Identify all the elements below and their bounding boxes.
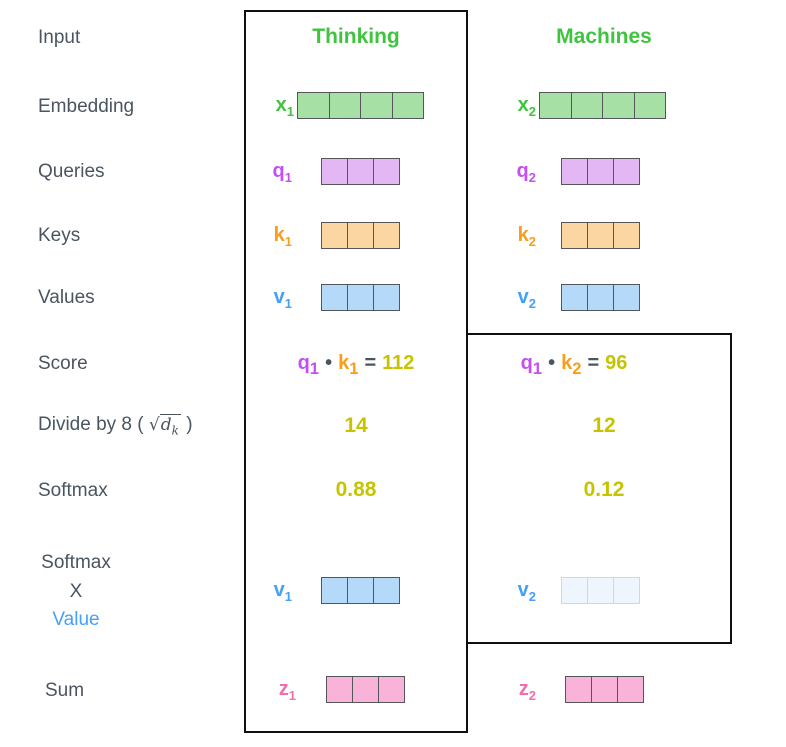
score-formula-col1: q1•k1=112 (297, 352, 415, 378)
vector-label-x1: x1 (275, 94, 294, 119)
vector-cell (613, 577, 640, 604)
vector-v2 (561, 284, 640, 311)
vector-cell (321, 222, 348, 249)
vector-cell (328, 92, 361, 119)
vector-q2 (561, 158, 640, 185)
vector-cell (561, 158, 588, 185)
vector-k1 (321, 222, 400, 249)
thinking-column-frame (244, 10, 468, 733)
softmax-x-value-line3: Value (52, 609, 100, 630)
vector-cell (613, 222, 640, 249)
vector-cell (373, 577, 400, 604)
vector-cell (602, 92, 635, 119)
vector-label-q2: q2 (516, 160, 536, 185)
vector-cell (321, 577, 348, 604)
vector-label-k1: k1 (273, 224, 292, 249)
vector-cell (617, 676, 644, 703)
vector-cell (633, 92, 666, 119)
column-header-machines: Machines (556, 25, 652, 48)
vector-label-v2: v2 (517, 286, 536, 311)
vector-label-z1: z1 (278, 678, 296, 703)
row-label-softmax-x-value: Softmax X Value (30, 549, 122, 635)
score-value-col2: 96 (605, 352, 628, 374)
vector-label-x2: x2 (517, 94, 536, 119)
vector-v1-weighted (321, 577, 400, 604)
row-label-input: Input (38, 27, 81, 48)
vector-cell (321, 284, 348, 311)
column-header-thinking: Thinking (312, 25, 400, 48)
vector-cell (570, 92, 603, 119)
vector-cell (347, 158, 374, 185)
vector-cell (352, 676, 379, 703)
vector-cell (561, 222, 588, 249)
vector-cell (360, 92, 393, 119)
vector-label-q1: q1 (272, 160, 292, 185)
vector-cell (565, 676, 592, 703)
vector-cell (587, 158, 614, 185)
vector-label-k2: k2 (517, 224, 536, 249)
vector-label-z2: z2 (518, 678, 536, 703)
vector-cell (613, 158, 640, 185)
vector-cell (391, 92, 424, 119)
softmax-value-col1: 0.88 (335, 478, 377, 501)
vector-cell (373, 158, 400, 185)
row-label-sum: Sum (45, 680, 85, 701)
vector-cell (561, 284, 588, 311)
divided-score-col2: 12 (592, 414, 616, 437)
vector-cell (587, 284, 614, 311)
vector-cell (539, 92, 572, 119)
vector-cell (587, 577, 614, 604)
row-label-divide: Divide by 8 ( √dk ) (38, 414, 193, 438)
machines-score-frame (466, 333, 732, 644)
vector-label-v1-weighted: v1 (273, 579, 292, 604)
vector-cell (347, 222, 374, 249)
vector-k2 (561, 222, 640, 249)
softmax-x-value-line2: X (69, 580, 83, 602)
vector-cell (561, 577, 588, 604)
softmax-x-value-line1: Softmax (41, 552, 111, 573)
vector-cell (347, 284, 374, 311)
sqrt-dk-formula: √dk (148, 414, 181, 438)
row-label-queries: Queries (38, 161, 105, 182)
vector-z2 (565, 676, 644, 703)
vector-cell (373, 222, 400, 249)
vector-cell (347, 577, 374, 604)
vector-label-v2-weighted: v2 (517, 579, 536, 604)
dot-product-icon: • (548, 352, 556, 374)
vector-v2-weighted-faded (561, 577, 640, 604)
vector-cell (373, 284, 400, 311)
vector-cell (591, 676, 618, 703)
vector-q1 (321, 158, 400, 185)
vector-cell (587, 222, 614, 249)
dot-product-icon: • (325, 352, 333, 374)
row-label-embedding: Embedding (38, 96, 135, 117)
row-label-values: Values (38, 287, 95, 308)
row-label-score: Score (38, 353, 88, 374)
vector-cell (378, 676, 405, 703)
score-formula-col2: q1•k2=96 (520, 352, 628, 378)
vector-cell (321, 158, 348, 185)
vector-cell (297, 92, 330, 119)
softmax-value-col2: 0.12 (583, 478, 625, 501)
vector-x2 (539, 92, 666, 119)
divided-score-col1: 14 (344, 414, 368, 437)
vector-v1 (321, 284, 400, 311)
vector-cell (326, 676, 353, 703)
vector-label-v1: v1 (273, 286, 292, 311)
vector-z1 (326, 676, 405, 703)
vector-cell (613, 284, 640, 311)
vector-x1 (297, 92, 424, 119)
row-label-keys: Keys (38, 225, 81, 246)
score-value-col1: 112 (382, 352, 415, 374)
row-label-softmax: Softmax (38, 480, 108, 501)
